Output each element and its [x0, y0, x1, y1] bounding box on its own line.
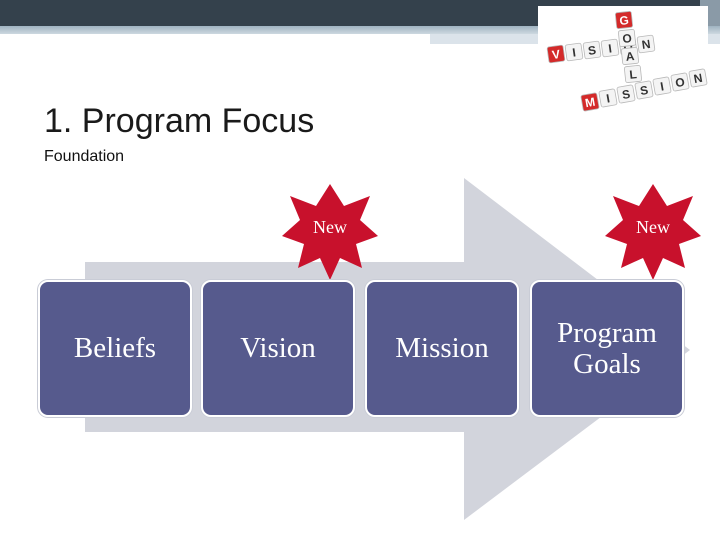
- letter-tile: O: [670, 72, 690, 92]
- svg-text:N: N: [693, 71, 704, 86]
- letter-tile: S: [582, 40, 602, 60]
- svg-text:O: O: [622, 31, 633, 46]
- svg-text:N: N: [641, 37, 652, 52]
- letter-tile: V: [546, 44, 566, 64]
- svg-text:S: S: [621, 87, 631, 102]
- svg-text:V: V: [551, 47, 561, 62]
- svg-text:I: I: [571, 45, 576, 59]
- letter-tile: N: [688, 68, 708, 88]
- letter-tile: S: [634, 80, 654, 100]
- letter-tile: I: [564, 42, 584, 62]
- step-card-vision: Vision: [201, 280, 355, 417]
- letter-tile: A: [621, 47, 639, 65]
- step-card-mission: Mission: [365, 280, 519, 417]
- svg-text:G: G: [619, 13, 630, 28]
- svg-text:S: S: [587, 43, 597, 58]
- svg-text:O: O: [674, 75, 686, 90]
- svg-text:A: A: [625, 49, 635, 64]
- letter-tile: I: [598, 88, 618, 108]
- letter-tile: O: [618, 29, 636, 47]
- svg-text:O: O: [622, 39, 633, 54]
- svg-text:M: M: [584, 95, 596, 111]
- letter-tile: M: [580, 92, 600, 112]
- svg-text:I: I: [605, 91, 611, 105]
- letter-tile: L: [624, 65, 642, 83]
- new-badge-label: New: [313, 217, 347, 237]
- svg-text:I: I: [607, 41, 612, 55]
- slide-title: 1. Program Focus: [44, 102, 315, 140]
- letter-tile: I: [652, 76, 672, 96]
- new-badge-star-2: [605, 184, 701, 280]
- letter-tile: I: [600, 38, 620, 58]
- svg-text:S: S: [639, 83, 649, 98]
- slide-subtitle: Foundation: [44, 148, 125, 165]
- new-badge-label: New: [636, 217, 670, 237]
- step-card-beliefs: Beliefs: [38, 280, 192, 417]
- letter-tile: G: [615, 11, 633, 29]
- svg-text:I: I: [659, 79, 665, 93]
- letter-tile: S: [616, 84, 636, 104]
- new-badge-star-1: [282, 184, 378, 280]
- step-card-program-goals: Program Goals: [530, 280, 684, 417]
- svg-text:L: L: [629, 67, 638, 82]
- header-accent-stripe: [0, 26, 720, 34]
- letter-tile: N: [636, 34, 656, 54]
